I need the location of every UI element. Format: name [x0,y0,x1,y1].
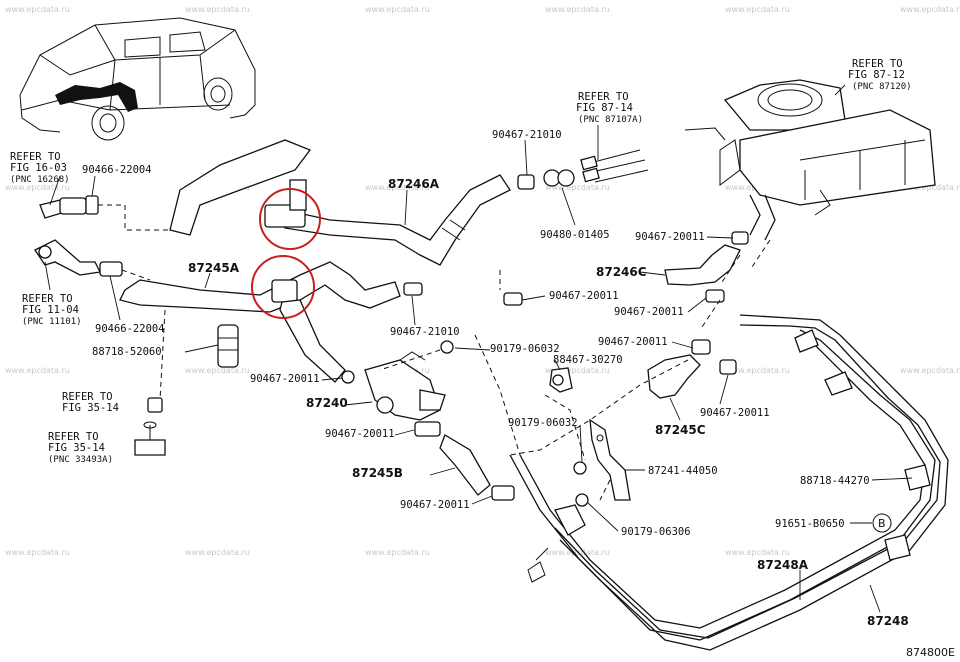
left-connectors [34,195,239,456]
refer-label-line: (PNC 87107A) [578,115,643,125]
part-number-label: 90179-06306 [621,526,691,538]
highlight-circle-lower-joint [251,255,315,319]
watermark: www.epcdata.ru [5,5,70,14]
part-number-label: 90467-20011 [250,373,320,385]
callout-b: B [872,513,892,533]
refer-label-line: (PNC 11101) [22,317,82,327]
refer-label-line: FIG 87-12 [848,69,905,81]
part-number-label: 90179-06032 [490,343,560,355]
part-number-label: 90467-21010 [390,326,460,338]
part-number-label: 88718-52060 [92,346,162,358]
part-number-label: 87245C [655,423,706,437]
part-number-label: 87241-44050 [648,465,718,477]
part-number-label: 87246A [388,177,440,191]
part-number-label: 90467-20011 [549,290,619,302]
watermark: www.epcdata.ru [900,5,960,14]
watermark: www.epcdata.ru [545,183,610,192]
refer-label-line: FIG 16-03 [10,162,67,174]
part-number-label: 91651-B0650 [775,518,845,530]
part-number-label: 90467-20011 [598,336,668,348]
hose-87245C [647,354,701,399]
watermark: www.epcdata.ru [5,548,70,557]
pipe-87248 [509,314,949,651]
watermark: www.epcdata.ru [365,548,430,557]
assembly-dashed-lines [379,239,771,501]
watermark: www.epcdata.ru [545,5,610,14]
refer-label-line: FIG 35-14 [48,442,105,454]
hose-clamps [403,169,749,507]
part-number-label: 90179-06032 [508,417,578,429]
part-number-label: 90466-22004 [82,164,152,176]
watermark: www.epcdata.ru [725,366,790,375]
part-number-label: 90480-01405 [540,229,610,241]
refer-label-line: (PNC 87120) [852,82,912,92]
callout-b-label: B [878,517,886,530]
part-number-label: 87245A [188,261,240,275]
watermark: www.epcdata.ru [5,183,70,192]
bracket-87241 [589,418,631,501]
watermark: www.epcdata.ru [545,366,610,375]
highlight-circle-upper-joint [259,188,321,250]
part-number-label: 88467-30270 [553,354,623,366]
part-number-label: 90467-20011 [325,428,395,440]
part-number-label: 90467-20011 [635,231,705,243]
part-number-label: 87246C [596,265,647,279]
part-number-label: 90467-20011 [400,499,470,511]
part-number-label: 87248A [757,558,809,572]
watermark: www.epcdata.ru [365,183,430,192]
watermark: www.epcdata.ru [900,183,960,192]
vehicle-illustration [19,17,256,141]
refer-label-line: REFER TO [10,151,61,163]
part-number-label: 90467-20011 [700,407,770,419]
watermark: www.epcdata.ru [900,366,960,375]
highlight-circles [251,188,321,319]
watermark: www.epcdata.ru [725,5,790,14]
watermark: www.epcdata.ru [545,548,610,557]
watermark: www.epcdata.ru [185,366,250,375]
watermark: www.epcdata.ru [725,548,790,557]
refer-label-line: (PNC 33493A) [48,455,113,465]
watermark: www.epcdata.ru [5,366,70,375]
part-number-label: 90466-22004 [95,323,165,335]
hose-87246C [664,244,741,286]
part-number-label: 90467-21010 [492,129,562,141]
watermark: www.epcdata.ru [185,5,250,14]
part-number-label: 87240 [306,396,348,410]
refer-label-line: FIG 35-14 [62,402,119,414]
refer-label-line: REFER TO [22,293,73,305]
bracket-88467-30270 [549,367,573,393]
leader-lines [44,139,913,613]
heater-unit: REFER TO FIG 87-12 (PNC 87120) [684,58,936,241]
refer-label-line: REFER TO [852,58,903,70]
diagram-code: 874800E [906,646,955,659]
hose-87246A [169,139,511,266]
watermark: www.epcdata.ru [365,5,430,14]
refer-label-line: REFER TO [62,391,113,403]
refer-label-line: REFER TO [578,91,629,103]
refer-label-line: REFER TO [48,431,99,443]
part-number-label: 87248 [867,614,909,628]
part-labels: REFER TO FIG 16-03 (PNC 16268) 90466-220… [10,129,955,659]
refer-label-line: FIG 87-14 [576,102,633,114]
refer-fig-87-14-group: REFER TO FIG 87-14 (PNC 87107A) [576,91,649,183]
valve-87240 [341,351,515,501]
part-number-label: 90467-20011 [614,306,684,318]
refer-label-line: (PNC 16268) [10,175,70,185]
refer-label-line: FIG 11-04 [22,304,79,316]
watermark: www.epcdata.ru [185,548,250,557]
part-number-label: 88718-44270 [800,475,870,487]
part-number-label: 87245B [352,466,403,480]
